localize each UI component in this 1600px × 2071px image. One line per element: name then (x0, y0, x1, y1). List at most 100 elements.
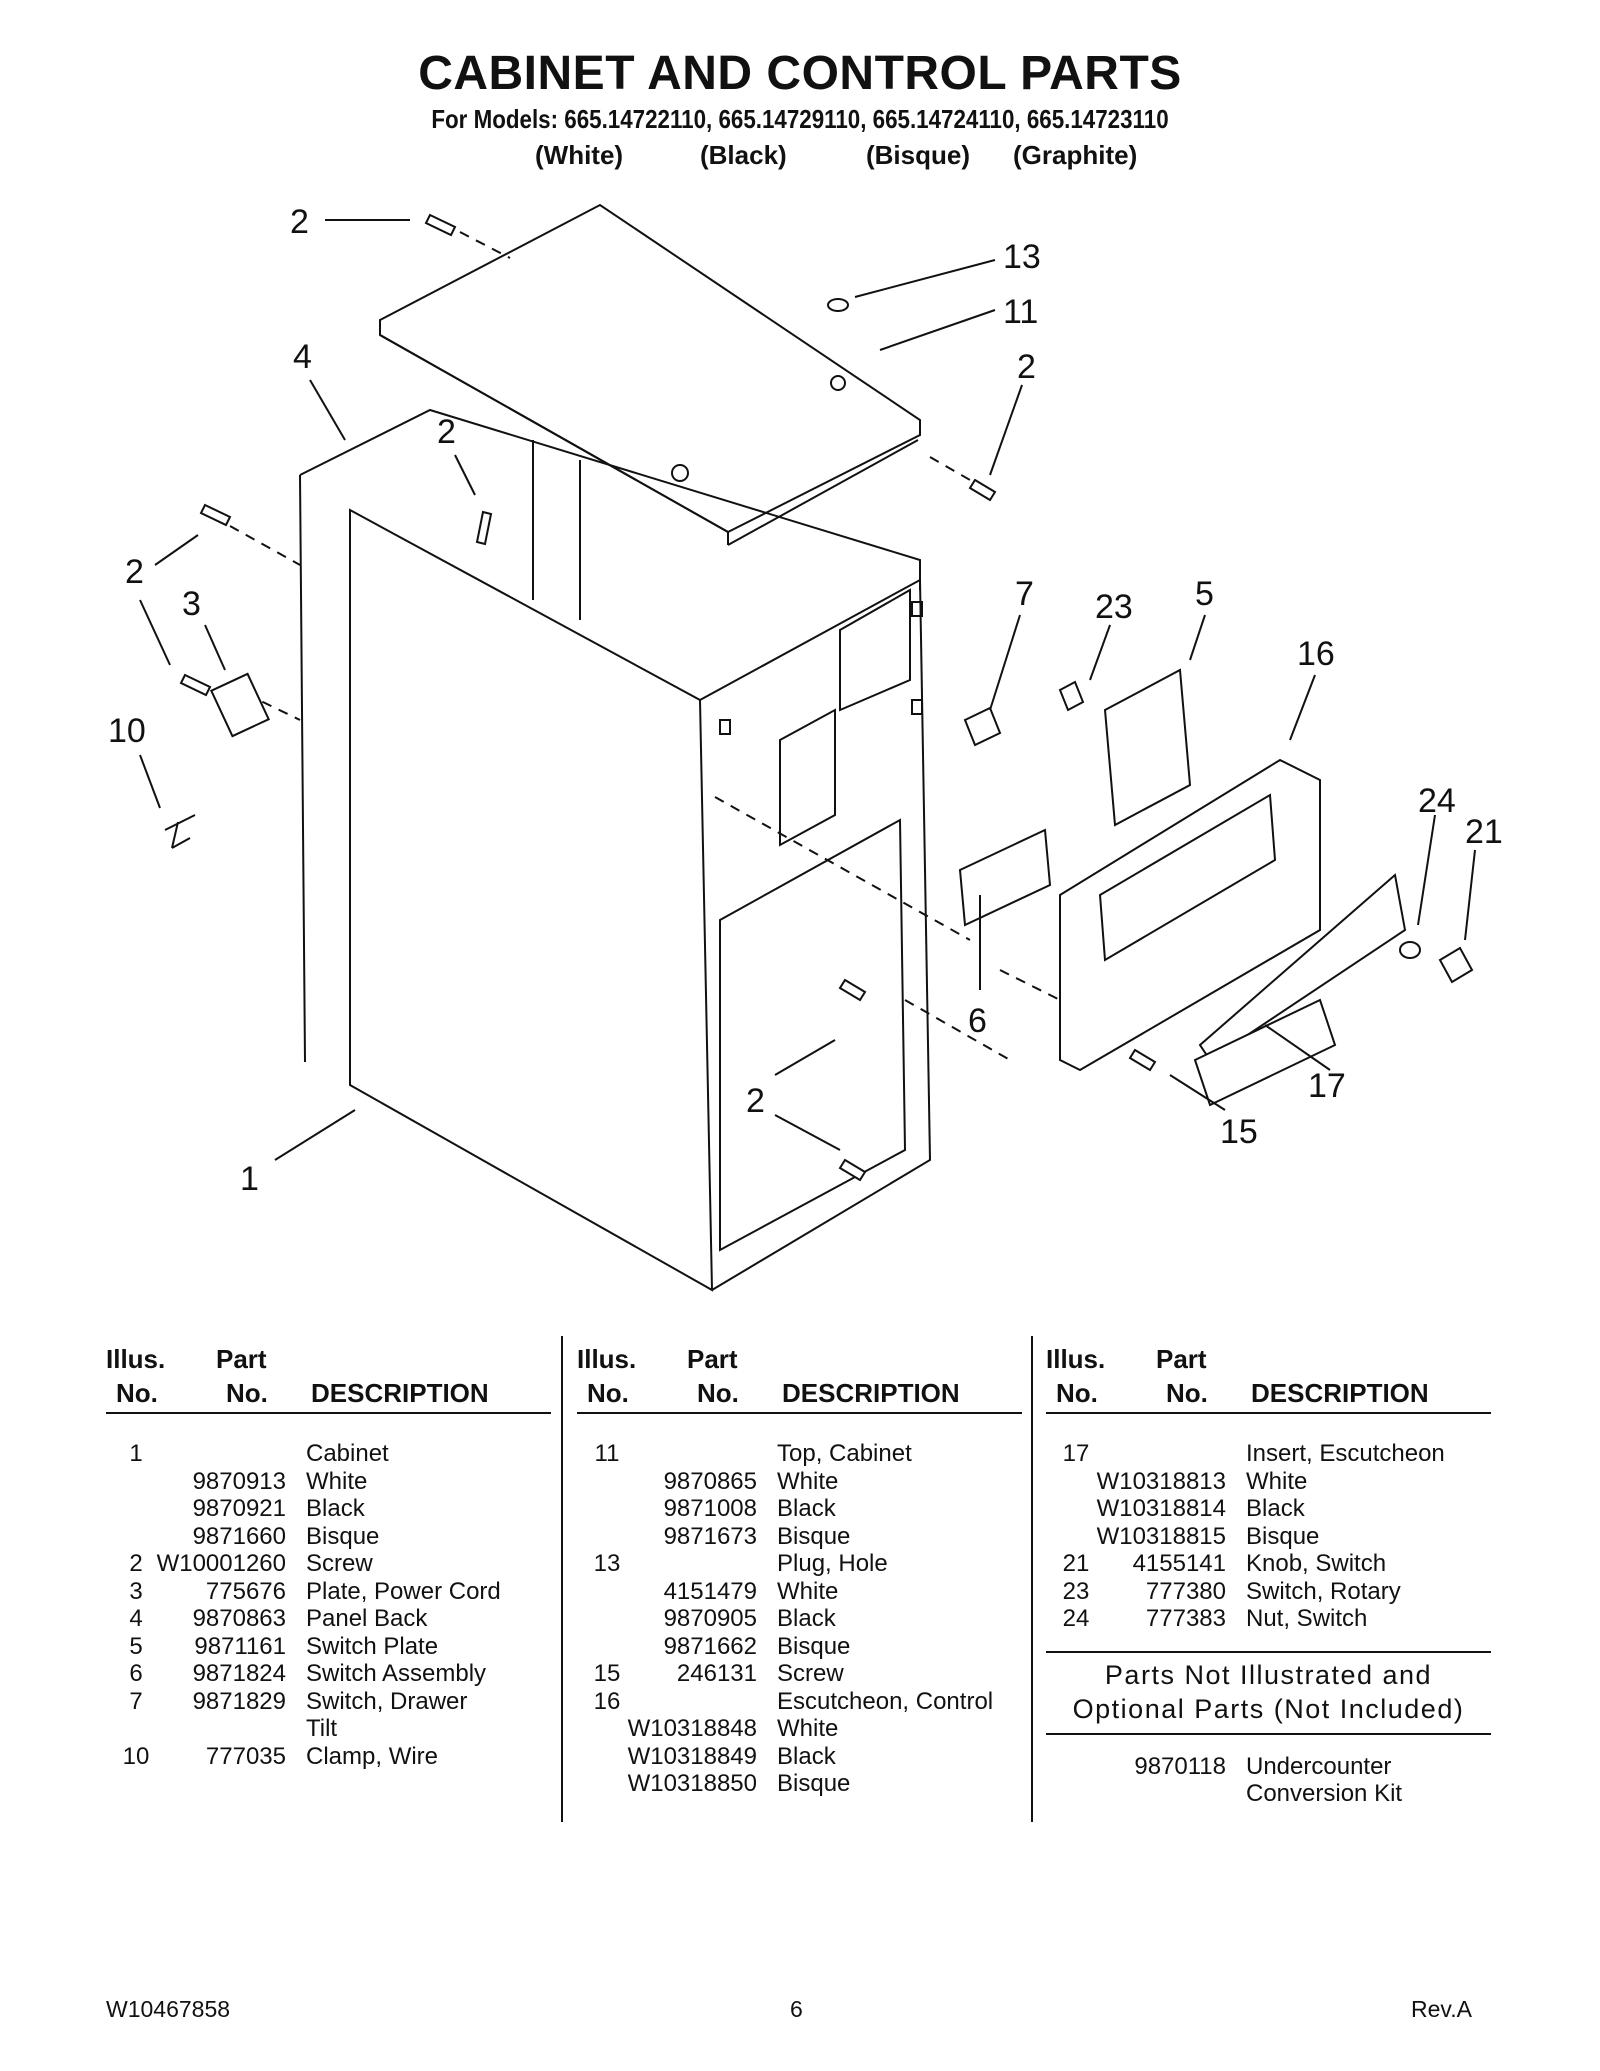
description: Cabinet (306, 1440, 389, 1467)
part-number: 9870913 (192, 1467, 286, 1495)
part-number: 246131 (676, 1660, 757, 1687)
illus-number: 21 (1062, 1550, 1090, 1577)
color-graphite: (Graphite) (1013, 140, 1138, 170)
description: Switch, Drawer (306, 1687, 468, 1715)
illus-number: 3 (129, 1577, 143, 1605)
description: Conversion Kit (1246, 1780, 1403, 1807)
part-number: 9870118 (1134, 1752, 1226, 1780)
hole-plug (827, 298, 849, 312)
exploded-parts-diagram: 2 13 11 4 2 2 2 3 7 23 5 16 10 24 21 6 1… (108, 203, 1503, 1292)
callout-label: 2 (437, 413, 456, 451)
description: White (777, 1577, 839, 1605)
description: Switch Assembly (306, 1660, 487, 1687)
description: Plate, Power Cord (306, 1577, 501, 1605)
description: Clamp, Wire (306, 1742, 439, 1770)
callout-label: 2 (290, 203, 309, 241)
color-white: (White) (535, 140, 624, 170)
illus-number: 16 (593, 1687, 621, 1715)
part-number: 775676 (205, 1577, 286, 1605)
revision: Rev.A (1411, 1996, 1472, 2022)
part-number: W10318814 (1096, 1495, 1226, 1522)
callout-label: 4 (293, 338, 312, 376)
callout-label: 2 (746, 1082, 765, 1120)
header-illus: Illus. (106, 1344, 166, 1374)
table-row: 11 Top, Cabinet (577, 1440, 1022, 1468)
header-part: Part (216, 1344, 267, 1374)
part-number: 4155141 (1132, 1550, 1226, 1577)
header-part: Part (1156, 1344, 1207, 1374)
header-part-no: No. (1166, 1378, 1208, 1408)
table-row: 9870913 White (106, 1468, 551, 1496)
illus-number: 17 (1062, 1440, 1090, 1467)
part-number: 9870863 (192, 1605, 286, 1632)
table-header: Illus. No. Part No. DESCRIPTION (577, 1336, 1022, 1414)
part-number: 9871829 (192, 1687, 286, 1715)
callout-label: 11 (1003, 293, 1038, 331)
description: Escutcheon, Control (777, 1687, 994, 1715)
part-number: 9870865 (663, 1467, 757, 1495)
part-number: 777035 (205, 1742, 286, 1770)
description: White (1246, 1467, 1308, 1495)
illus-number: 11 (594, 1440, 620, 1467)
callout-label: 3 (182, 585, 201, 623)
callout-leaders (139, 219, 1476, 1161)
part-number: W10318815 (1096, 1522, 1226, 1550)
rotary-switch (1058, 680, 1085, 712)
description: Bisque (1246, 1522, 1320, 1550)
column-divider (561, 1336, 563, 1822)
color-bisque: (Bisque) (866, 140, 970, 170)
description: Top, Cabinet (777, 1440, 912, 1467)
header-illus-no: No. (1056, 1378, 1098, 1408)
illus-number: 10 (122, 1742, 150, 1770)
table-row: Tilt (106, 1715, 551, 1743)
illus-number: 5 (129, 1632, 143, 1660)
part-number: 4151479 (663, 1577, 757, 1605)
part-number: 9870921 (192, 1495, 286, 1522)
table-row: W10318815 Bisque (1046, 1523, 1491, 1551)
column-divider (1031, 1336, 1033, 1822)
callout-label: 1 (240, 1160, 259, 1198)
part-number: 777380 (1145, 1577, 1226, 1605)
callout-label: 21 (1465, 813, 1503, 851)
header-description: DESCRIPTION (311, 1378, 489, 1408)
table-row: 9870921 Black (106, 1495, 551, 1523)
description: Switch, Rotary (1246, 1577, 1401, 1605)
illus-number: 2 (129, 1550, 143, 1577)
not-illustrated-heading: Parts Not Illustrated and Optional Parts… (1046, 1650, 1491, 1735)
part-number: W10001260 (156, 1550, 286, 1577)
description: White (777, 1467, 839, 1495)
document-number: W10467858 (106, 1996, 231, 2022)
description: Screw (777, 1660, 844, 1687)
callout-label: 6 (968, 1002, 987, 1040)
illus-number: 6 (129, 1660, 143, 1687)
header-illus: Illus. (1046, 1344, 1106, 1374)
description: Black (306, 1495, 365, 1522)
power-cord-plate (209, 672, 271, 738)
description: Bisque (777, 1522, 851, 1550)
header-illus-no: No. (116, 1378, 158, 1408)
description: White (306, 1467, 368, 1495)
illus-number: 24 (1062, 1605, 1090, 1632)
description: Nut, Switch (1246, 1605, 1368, 1632)
control-escutcheon (1059, 758, 1321, 1072)
header-part-no: No. (697, 1378, 739, 1408)
header-illus-no: No. (587, 1378, 629, 1408)
part-number: W10318848 (627, 1715, 757, 1742)
table-header: Illus. No. Part No. DESCRIPTION (106, 1336, 551, 1414)
callout-label: 15 (1220, 1113, 1258, 1151)
description: Panel Back (306, 1605, 428, 1632)
callout-label: 13 (1003, 238, 1041, 276)
callout-label: 24 (1418, 782, 1456, 820)
